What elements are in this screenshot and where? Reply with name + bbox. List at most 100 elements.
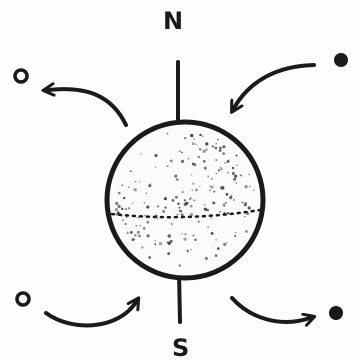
globe-speckle [172,199,175,202]
globe-speckle [204,208,207,211]
north-label: N [163,7,183,35]
open-circle-marker-upper-left [15,70,27,82]
globe-speckle [190,134,193,137]
globe-speckle [150,183,152,185]
globe-speckle [138,217,139,218]
globe-speckle [179,207,181,209]
globe-speckle [195,189,198,192]
globe-speckle [155,167,156,168]
globe-speckle [167,241,169,243]
globe-speckle [223,243,226,246]
globe-speckle [159,242,162,245]
globe-speckle [143,227,146,230]
globe-speckle [188,158,190,160]
globe-speckle [141,246,143,248]
globe-speckle [245,230,248,233]
globe-speckle [122,184,124,186]
globe-speckle [117,205,120,208]
globe-speckle [137,231,140,234]
globe-speckle [182,191,183,192]
globe-speckle [126,232,128,234]
globe-speckle [174,175,177,178]
globe-speckle [118,192,121,195]
globe-speckle [211,178,213,180]
globe-speckle [177,214,179,216]
globe-speckle [213,191,215,193]
globe-speckle [184,137,186,139]
globe-speckle [215,143,217,145]
globe-speckle [224,162,226,164]
globe-speckle [235,232,237,234]
globe-speckle [154,154,157,157]
globe-speckle [154,243,156,245]
globe-speckle [215,239,217,241]
globe-speckle [167,252,170,255]
globe-speckle [164,207,166,209]
globe-speckle [171,223,173,225]
globe-speckle [236,154,238,156]
globe-speckle [218,169,220,171]
globe-speckle [219,149,221,151]
globe-speckle [199,148,202,151]
globe-speckle [192,234,194,236]
globe-speckle [181,160,184,163]
globe-speckle [122,219,124,221]
globe-speckle [132,202,133,203]
globe-speckle [205,257,208,260]
globe-speckle [221,169,223,171]
globe-speckle [224,202,227,205]
globe-speckle [232,172,235,175]
globe-speckle [164,197,167,200]
globe-speckle [146,205,149,208]
globe-speckle [135,225,137,227]
globe-speckle [234,235,236,237]
globe-speckle [215,159,217,161]
globe-speckle [125,223,127,225]
globe-speckle [139,225,141,227]
globe-speckle [147,234,150,237]
globe-speckle [229,196,232,199]
globe-speckle [148,256,151,259]
globe-speckle [233,178,236,181]
globe-speckle [167,133,169,135]
globe-speckle [207,175,209,177]
globe-speckle [217,247,220,250]
globe-speckle [191,174,193,176]
south-label: S [172,334,189,360]
globe-speckle [157,218,159,220]
globe-speckle [222,145,225,148]
globe-speckle [202,135,204,137]
globe-speckle [126,217,127,218]
globe-speckle [209,189,211,191]
globe-speckle [179,264,182,267]
globe-speckle [199,186,200,187]
globe-speckle [236,165,237,166]
globe-speckle [222,152,225,155]
globe-speckle [222,186,225,189]
globe-speckle [177,202,179,204]
globe-speckle [135,181,136,182]
globe-speckle [236,182,238,184]
globe-speckle [205,169,206,170]
open-circle-marker-lower-left [17,293,29,305]
globe-speckle [216,173,218,175]
globe-speckle [130,170,132,172]
globe-speckle [195,144,196,145]
arrow-upper-right [234,65,314,108]
globe-speckle [211,232,214,235]
globe-speckle [140,153,141,154]
globe-speckle [204,204,205,205]
globe-speckle [248,174,249,175]
globe-speckle [207,226,208,227]
globe-speckle [227,160,230,163]
arrow-upper-left [48,89,126,125]
globe-speckle [249,186,251,188]
globe-speckle [184,199,186,201]
globe-speckle [125,208,127,210]
globe-speckle [181,152,183,154]
globe-speckle [134,188,137,191]
globe-speckle [233,199,235,201]
globe-speckle [123,197,125,199]
globe-speckle [179,150,181,152]
globe-speckle [192,142,195,145]
